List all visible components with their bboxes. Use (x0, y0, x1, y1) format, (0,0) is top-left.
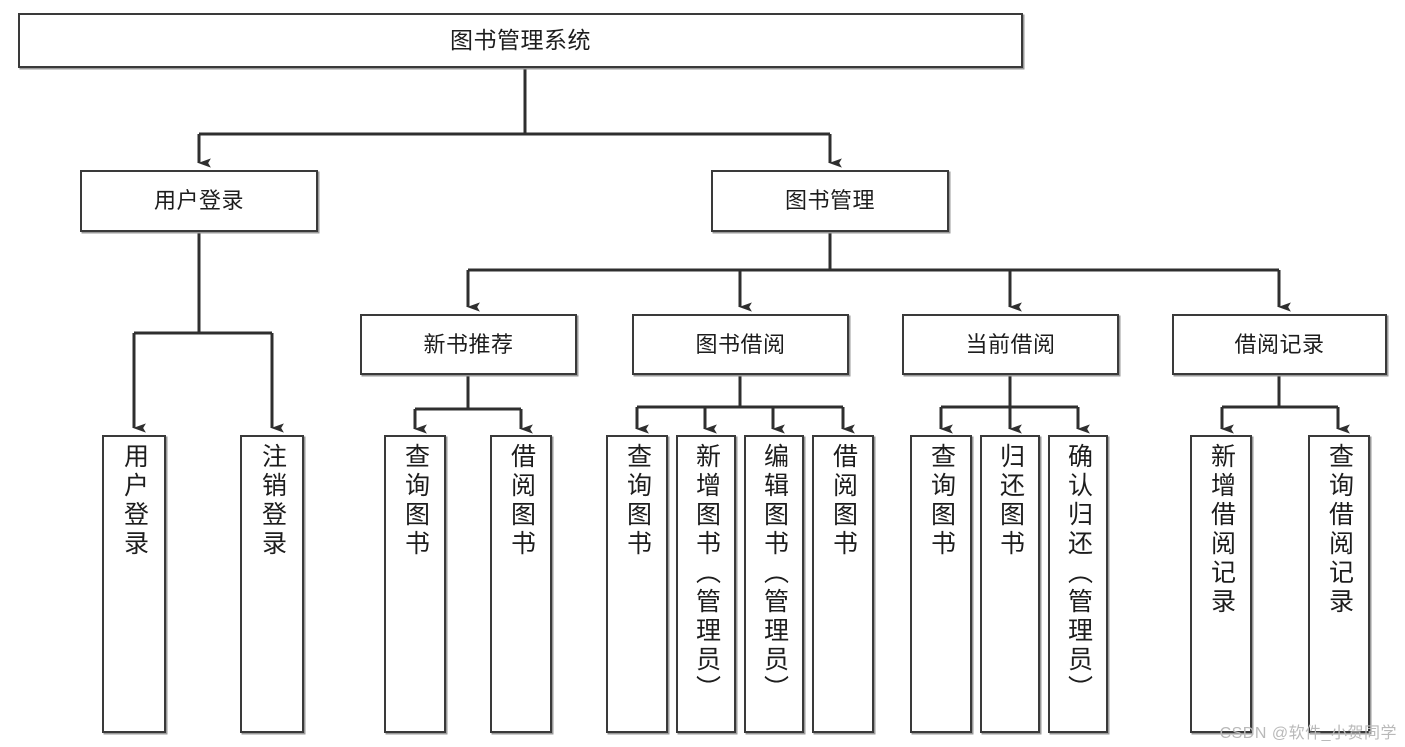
node-label: 借阅图书 (507, 443, 536, 559)
node-label: 图书管理 (784, 188, 875, 214)
node-label: 用户登录 (120, 443, 149, 559)
node-label: 新书推荐 (423, 331, 514, 357)
node-label: 借阅记录 (1234, 331, 1325, 357)
leaf-add-book[interactable]: 新增图书（管理员） (676, 435, 736, 733)
leaf-user-login[interactable]: 用户登录 (102, 435, 166, 733)
node-book-borrow[interactable]: 图书借阅 (632, 314, 849, 375)
node-label: 归还图书 (996, 443, 1025, 559)
node-label: 注销登录 (258, 443, 287, 559)
node-label: 用户登录 (153, 188, 244, 214)
node-new-book-rec[interactable]: 新书推荐 (360, 314, 577, 375)
leaf-query-record[interactable]: 查询借阅记录 (1308, 435, 1370, 733)
csdn-watermark: CSDN @软件_小贺同学 (1219, 725, 1397, 742)
node-label: 查询借阅记录 (1325, 443, 1354, 617)
leaf-confirm-return[interactable]: 确认归还（管理员） (1048, 435, 1108, 733)
node-label: 图书借阅 (695, 331, 786, 357)
node-label: 编辑图书（管理员） (760, 443, 789, 704)
node-label: 借阅图书 (829, 443, 858, 559)
leaf-borrow-book-1[interactable]: 借阅图书 (490, 435, 552, 733)
node-label: 查询图书 (401, 443, 430, 559)
leaf-return-book[interactable]: 归还图书 (980, 435, 1040, 733)
node-label: 查询图书 (927, 443, 956, 559)
node-label: 确认归还（管理员） (1064, 443, 1093, 704)
node-root-system[interactable]: 图书管理系统 (18, 13, 1023, 68)
node-label: 当前借阅 (965, 331, 1056, 357)
node-label: 新增图书（管理员） (692, 443, 721, 704)
node-current-borrow[interactable]: 当前借阅 (902, 314, 1119, 375)
node-label: 查询图书 (623, 443, 652, 559)
leaf-edit-book[interactable]: 编辑图书（管理员） (744, 435, 804, 733)
leaf-query-book-2[interactable]: 查询图书 (606, 435, 668, 733)
leaf-logout-login[interactable]: 注销登录 (240, 435, 304, 733)
leaf-query-book-1[interactable]: 查询图书 (384, 435, 446, 733)
node-label: 新增借阅记录 (1207, 443, 1236, 617)
leaf-add-record[interactable]: 新增借阅记录 (1190, 435, 1252, 733)
node-book-manage[interactable]: 图书管理 (711, 170, 949, 232)
node-user-login[interactable]: 用户登录 (80, 170, 318, 232)
node-borrow-record[interactable]: 借阅记录 (1172, 314, 1387, 375)
leaf-borrow-book-2[interactable]: 借阅图书 (812, 435, 874, 733)
leaf-query-book-3[interactable]: 查询图书 (910, 435, 972, 733)
node-label: 图书管理系统 (450, 27, 591, 54)
